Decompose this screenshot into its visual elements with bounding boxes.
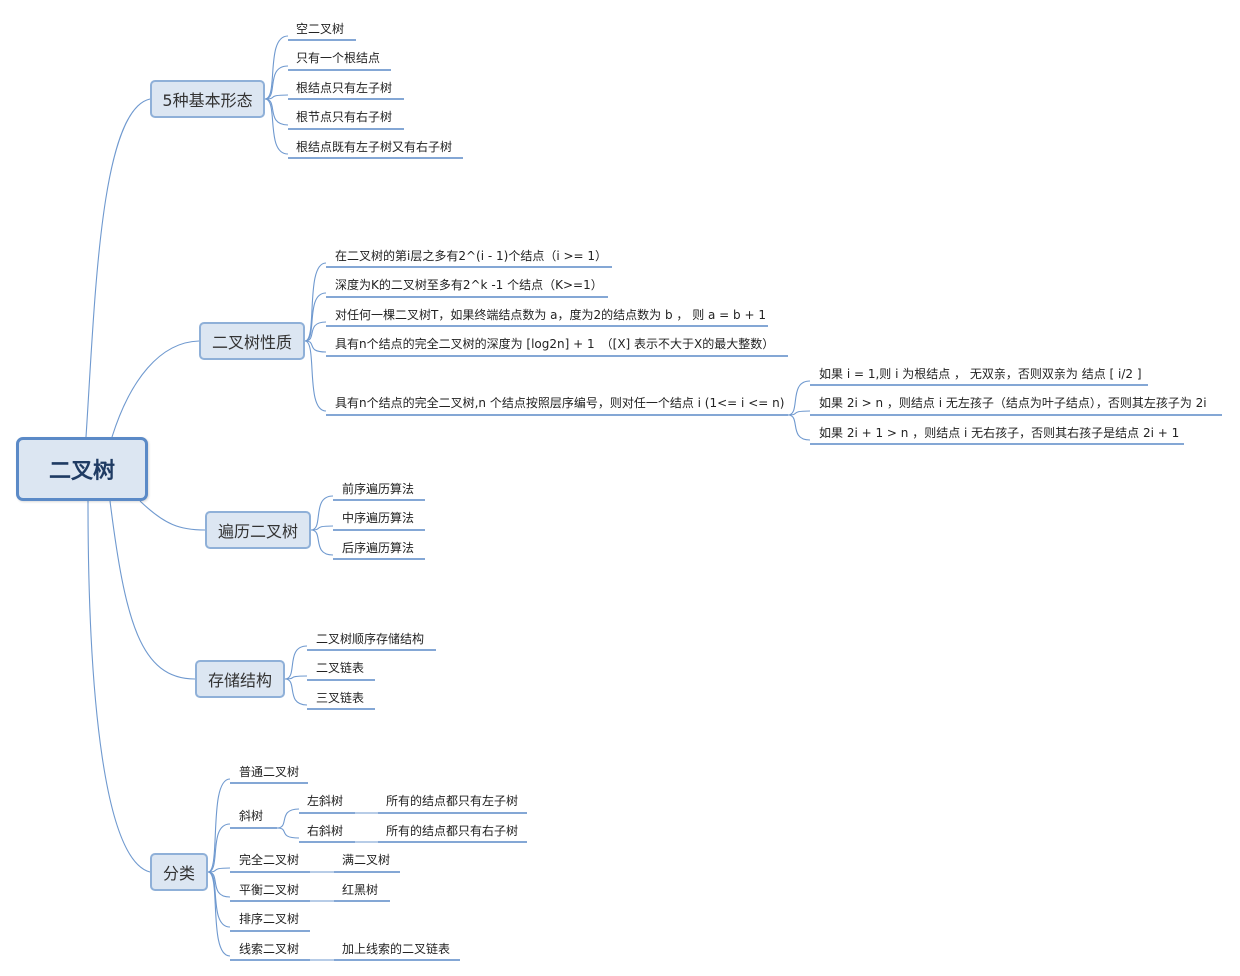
root-link-categories	[87, 500, 151, 873]
traversal-topic[interactable]: 后序遍历算法	[342, 541, 415, 555]
form-topic[interactable]: 只有一个根结点	[296, 51, 381, 65]
form-topic[interactable]: 根节点只有右子树	[296, 110, 393, 124]
property-topic[interactable]: 具有n个结点的完全二叉树,n 个结点按照层序编号，则对任一个结点 i (1<= …	[335, 396, 785, 410]
property-topic[interactable]: 对任何一棵二叉树T，如果终端结点数为 a，度为2的结点数为 b ， 则 a = …	[335, 308, 766, 322]
forms-link	[264, 98, 289, 126]
traversal-link	[310, 529, 334, 556]
category-sorted[interactable]: 排序二叉树	[239, 912, 300, 926]
form-topic[interactable]: 空二叉树	[296, 22, 345, 36]
property-subtopic[interactable]: 如果 2i + 1 > n ，则结点 i 无右孩子，否则其右孩子是结点 2i +…	[819, 426, 1180, 440]
traversal-topic[interactable]: 中序遍历算法	[342, 511, 415, 525]
forms-link	[264, 65, 289, 100]
traversal-topic[interactable]: 前序遍历算法	[342, 482, 415, 496]
branch-categories[interactable]: 分类	[150, 853, 208, 891]
traversal-link	[310, 525, 334, 531]
storage-topic[interactable]: 三叉链表	[316, 691, 365, 705]
category-threaded-desc[interactable]: 加上线索的二叉链表	[342, 942, 451, 956]
properties-link	[304, 340, 327, 412]
root-link-traversal	[139, 500, 206, 531]
category-threaded[interactable]: 线索二叉树	[239, 942, 300, 956]
category-right-skew[interactable]: 右斜树	[307, 824, 344, 838]
categories-link	[207, 778, 231, 873]
category-balanced[interactable]: 平衡二叉树	[239, 883, 300, 897]
property-topic[interactable]: 在二叉树的第i层之多有2^(i - 1)个结点（i >= 1）	[335, 249, 608, 263]
storage-link	[284, 678, 308, 706]
branch-properties[interactable]: 二叉树性质	[199, 322, 305, 360]
branch-storage[interactable]: 存储结构	[195, 660, 285, 698]
root-link-storage	[109, 500, 196, 680]
category-skew[interactable]: 斜树	[239, 809, 264, 823]
form-topic[interactable]: 根结点既有左子树又有右子树	[296, 140, 453, 154]
category-full[interactable]: 满二叉树	[342, 853, 391, 867]
categories-link	[207, 823, 231, 873]
properties-link	[304, 321, 327, 342]
category-red-black[interactable]: 红黑树	[342, 883, 379, 897]
skew-link	[276, 827, 300, 839]
form-topic[interactable]: 根结点只有左子树	[296, 81, 393, 95]
properties-link	[304, 262, 327, 342]
skew-link	[276, 808, 300, 829]
root-node[interactable]: 二叉树	[16, 437, 148, 501]
forms-link	[264, 98, 289, 155]
property-topic[interactable]: 深度为K的二叉树至多有2^k -1 个结点（K>=1）	[335, 278, 603, 292]
category-left-skew[interactable]: 左斜树	[307, 794, 344, 808]
branch-basic-forms[interactable]: 5种基本形态	[150, 80, 265, 118]
property-sub-link	[787, 380, 811, 416]
properties-link	[304, 292, 327, 342]
category-complete[interactable]: 完全二叉树	[239, 853, 300, 867]
categories-link	[207, 871, 231, 957]
category-left-skew-desc[interactable]: 所有的结点都只有左子树	[386, 794, 519, 808]
forms-link	[264, 35, 289, 100]
property-subtopic[interactable]: 如果 2i > n ，则结点 i 无左孩子（结点为叶子结点），否则其左孩子为 2…	[819, 396, 1207, 410]
storage-link	[284, 645, 308, 680]
property-sub-link	[787, 410, 811, 416]
traversal-link	[310, 495, 334, 531]
category-normal[interactable]: 普通二叉树	[239, 765, 300, 779]
root-link-forms	[85, 98, 151, 438]
storage-topic[interactable]: 二叉树顺序存储结构	[316, 632, 425, 646]
category-right-skew-desc[interactable]: 所有的结点都只有右子树	[386, 824, 519, 838]
property-sub-link	[787, 414, 811, 441]
property-topic[interactable]: 具有n个结点的完全二叉树的深度为 [log2n] + 1 （[X] 表示不大于X…	[335, 337, 775, 351]
storage-topic[interactable]: 二叉链表	[316, 661, 365, 675]
properties-link	[304, 340, 327, 353]
root-link-properties	[111, 340, 200, 438]
property-subtopic[interactable]: 如果 i = 1,则 i 为根结点 ， 无双亲，否则双亲为 结点 [ i/2 ]	[819, 367, 1142, 381]
categories-link	[207, 871, 231, 928]
branch-traversal[interactable]: 遍历二叉树	[205, 511, 311, 549]
